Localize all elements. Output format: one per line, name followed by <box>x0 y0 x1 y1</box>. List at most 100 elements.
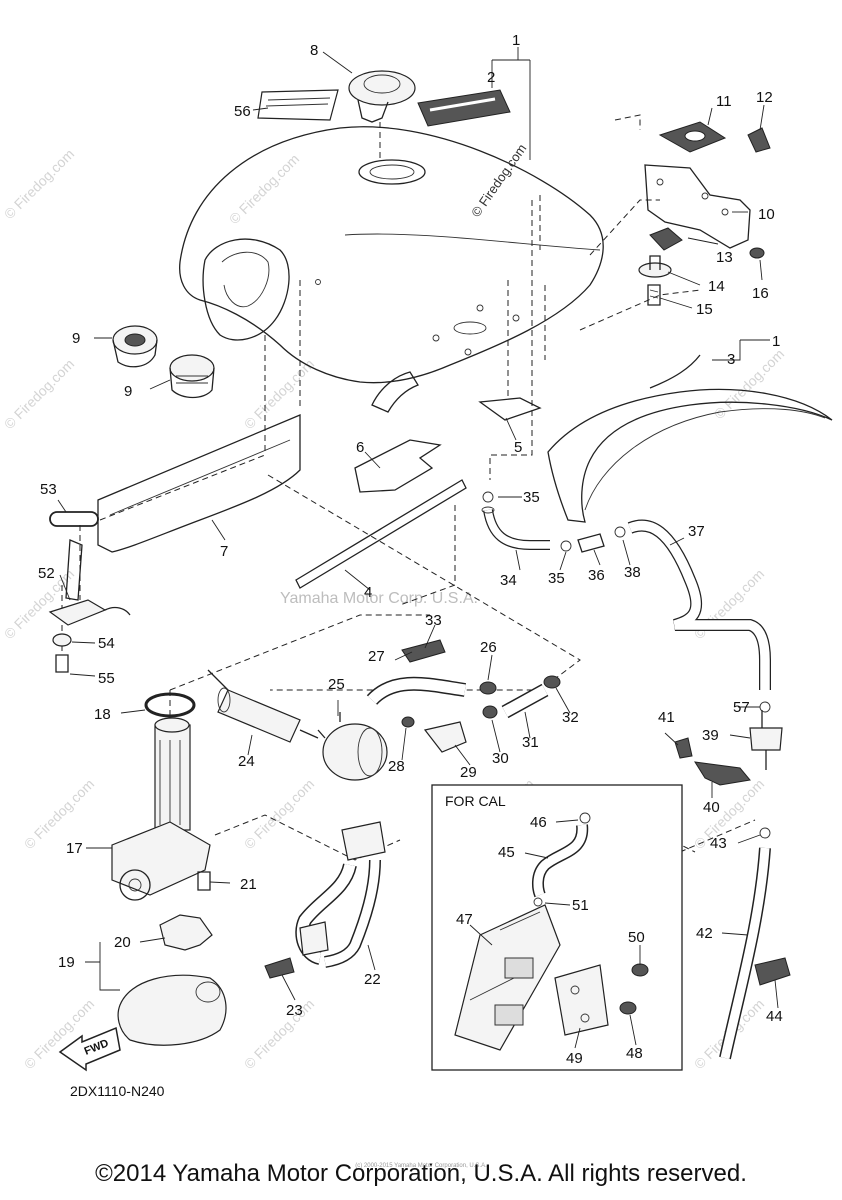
watermark-tile: © Firedog.com <box>241 356 317 432</box>
part-label-24: 24 <box>238 753 255 770</box>
clip-51 <box>533 897 543 907</box>
watermark-tile: © Firedog.com <box>1 356 77 432</box>
part-label-38: 38 <box>624 564 641 581</box>
clip-44 <box>754 957 791 986</box>
hose-45 <box>532 824 589 898</box>
part-label-23: 23 <box>286 1002 303 1019</box>
part-label-20: 20 <box>114 934 131 951</box>
hose-31 <box>501 683 549 719</box>
part-label-14: 14 <box>708 278 725 295</box>
for-cal-inset: FOR CAL <box>431 784 683 1071</box>
part-label-6: 6 <box>356 439 364 456</box>
inset-title: FOR CAL <box>445 793 506 809</box>
pad-4 <box>295 479 467 589</box>
part-label-16: 16 <box>752 285 769 302</box>
bolt-15 <box>647 284 661 306</box>
part-label-35b: 35 <box>548 570 565 587</box>
part-label-47: 47 <box>456 911 473 928</box>
hose-37 <box>627 519 771 690</box>
leader-lines <box>57 47 779 1049</box>
damper-6 <box>354 439 442 493</box>
side-cover-7 <box>97 414 301 553</box>
part-label-18: 18 <box>94 706 111 723</box>
fuel-cock-17 <box>111 717 211 901</box>
part-label-11: 11 <box>716 93 732 110</box>
clip-32 <box>543 675 561 689</box>
part-label-28: 28 <box>388 758 405 775</box>
part-label-33: 33 <box>425 612 442 629</box>
watermark-tile: © Firedog.com <box>711 346 787 422</box>
joint-29 <box>423 721 467 753</box>
part-label-37: 37 <box>688 523 705 540</box>
joint-36 <box>577 533 605 553</box>
bolt-48 <box>619 1001 637 1015</box>
part-label-4: 4 <box>364 584 372 601</box>
cover-20 <box>159 914 213 951</box>
canister-47 <box>454 904 561 1051</box>
fuel-filter-24 <box>207 669 319 743</box>
part-label-26: 26 <box>480 639 497 656</box>
part-label-43: 43 <box>710 835 727 852</box>
part-label-42: 42 <box>696 925 713 942</box>
part-label-9b: 9 <box>124 383 132 400</box>
copyright-footer: ©2014 Yamaha Motor Corporation, U.S.A. A… <box>95 1160 747 1187</box>
part-label-51: 51 <box>572 897 589 914</box>
part-label-27: 27 <box>368 648 385 665</box>
clip-41 <box>674 737 693 759</box>
watermark-tile: © Firedog.com <box>241 776 317 852</box>
gasket-18 <box>144 692 196 718</box>
bracket-40 <box>694 761 751 786</box>
dashed-outlines <box>61 114 756 861</box>
clip-23 <box>264 957 295 979</box>
part-label-41: 41 <box>658 709 675 726</box>
part-label-54: 54 <box>98 635 115 652</box>
bolt-16 <box>749 247 765 259</box>
part-label-32: 32 <box>562 709 579 726</box>
fwd-arrow: FWD <box>58 1026 121 1072</box>
cover-19 <box>117 974 227 1046</box>
fuel-cap <box>348 70 416 160</box>
part-label-39: 39 <box>702 727 719 744</box>
part-label-25: 25 <box>328 676 345 693</box>
watermark-tile: © Firedog.com <box>226 151 302 227</box>
tank-cap-9a <box>112 325 158 368</box>
footer-small-print: (c) 2000-2015 Yamaha Motor Corporation, … <box>355 1163 487 1169</box>
hose-34 <box>481 506 550 550</box>
part-label-5: 5 <box>514 439 522 456</box>
part-label-45: 45 <box>498 844 515 861</box>
tank-cap-9b <box>169 354 215 399</box>
hose-42 <box>719 847 771 1060</box>
clip-33 <box>401 639 446 663</box>
clip-35b <box>560 540 572 552</box>
bolt-50 <box>631 963 649 977</box>
caution-label <box>257 89 339 121</box>
part-label-19: 19 <box>58 954 75 971</box>
tank-emblem <box>417 89 511 127</box>
part-label-52: 52 <box>38 565 55 582</box>
part-label-1b: 1 <box>772 333 780 350</box>
part-label-9a: 9 <box>72 330 80 347</box>
hose-22 <box>295 821 386 968</box>
bracket-49 <box>554 964 609 1036</box>
part-label-48: 48 <box>626 1045 643 1062</box>
part-label-56: 56 <box>234 103 251 120</box>
part-label-1: 1 <box>512 32 520 49</box>
part-label-55: 55 <box>98 670 115 687</box>
part-label-17: 17 <box>66 840 83 857</box>
hose-27 <box>366 676 466 706</box>
part-label-2: 2 <box>487 69 495 86</box>
rear-fender-3 <box>547 354 833 523</box>
part-label-21: 21 <box>240 876 257 893</box>
valve-39 <box>749 710 783 770</box>
screw-21 <box>197 871 211 891</box>
part-label-30: 30 <box>492 750 509 767</box>
watermark-tile: © Firedog.com <box>1 146 77 222</box>
gasket-53 <box>49 511 99 527</box>
watermark-tile: © Firedog.com <box>241 996 317 1072</box>
part-label-7: 7 <box>220 543 228 560</box>
part-label-12: 12 <box>756 89 773 106</box>
part-label-34: 34 <box>500 572 517 589</box>
part-label-29: 29 <box>460 764 477 781</box>
collar-14 <box>638 255 672 278</box>
